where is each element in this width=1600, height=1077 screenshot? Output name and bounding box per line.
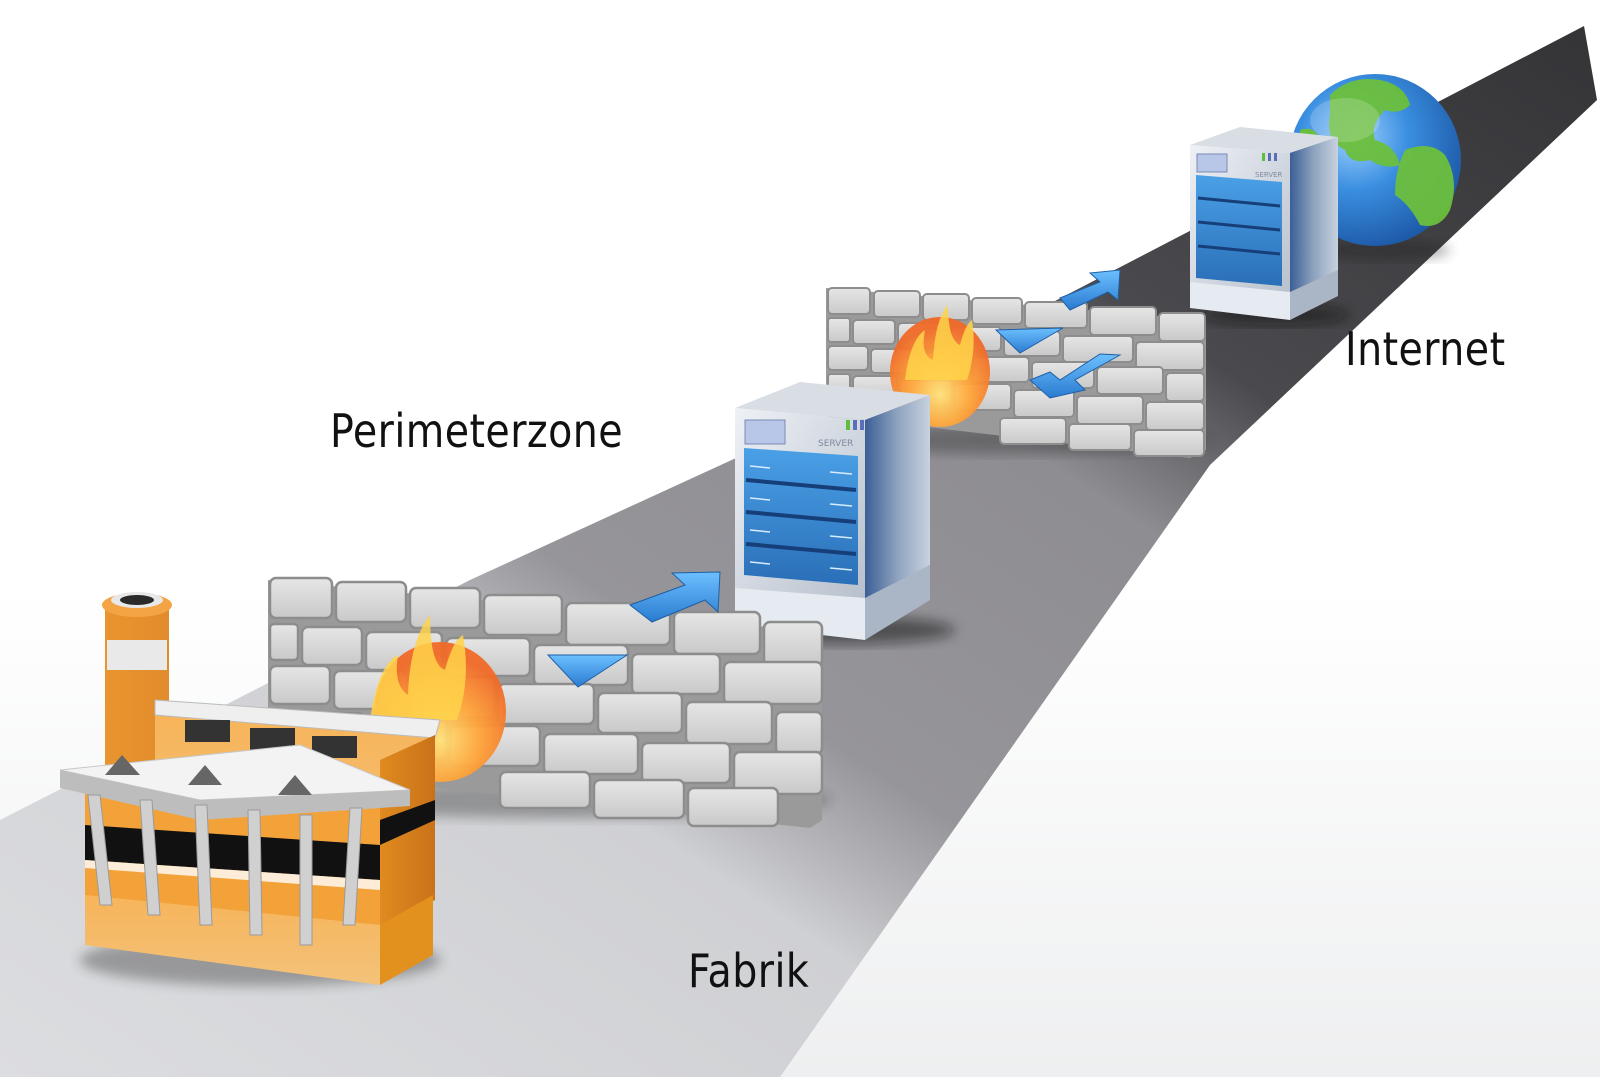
arrow-inbound-icon <box>546 654 629 688</box>
arrow-inbound-icon <box>994 327 1064 354</box>
zone-label-internet: Internet <box>1345 322 1506 376</box>
factory-icon <box>59 592 441 986</box>
arrow-outbound-icon <box>628 571 721 623</box>
arrow-inbound-icon <box>1029 353 1122 399</box>
zone-label-perimeterzone: Perimeterzone <box>330 404 624 458</box>
server-internet: SERVER <box>1190 127 1350 325</box>
zone-label-fabrik: Fabrik <box>688 944 810 998</box>
server-perimeter: SERVER <box>735 382 955 644</box>
arrow-outbound-icon <box>1059 269 1121 311</box>
server-brand-text: SERVER <box>1255 171 1283 179</box>
server-brand-text: SERVER <box>818 439 853 449</box>
